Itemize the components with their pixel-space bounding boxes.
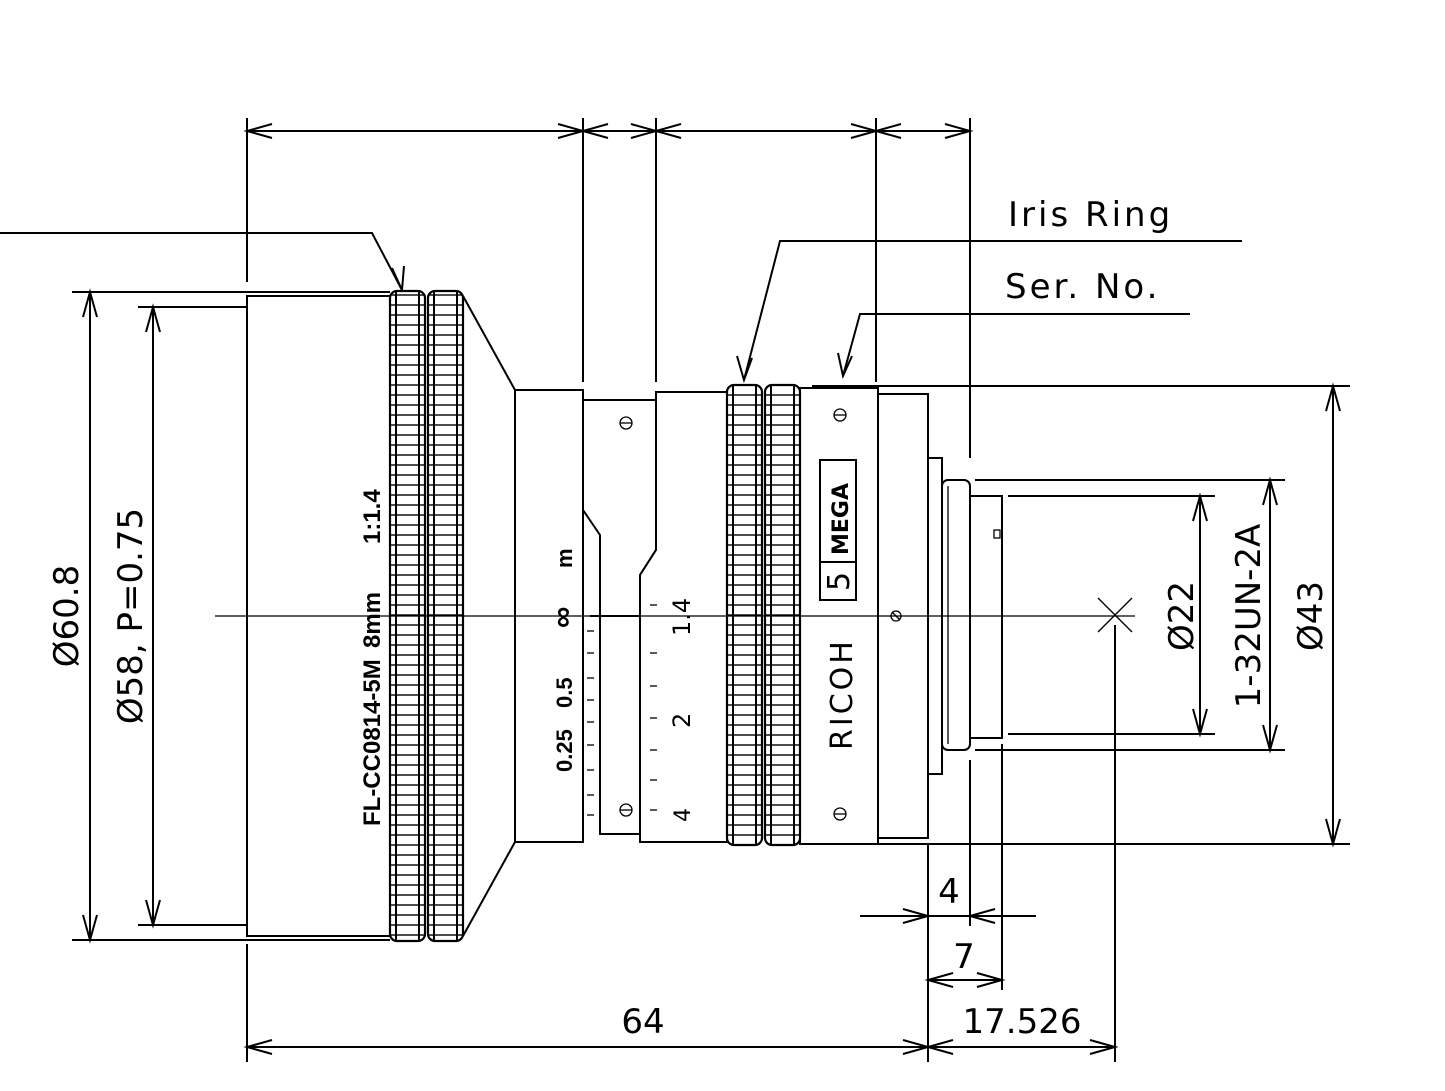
top-dimension-chain [243, 118, 974, 458]
total-length-label: 64 [621, 1002, 664, 1042]
rear-diameter-label: Ø22 [1162, 581, 1202, 651]
iris-knurled-ring-2 [763, 383, 802, 847]
badge-text: MEGA [829, 483, 854, 555]
screw-icon [833, 807, 847, 821]
fstop-2: 2 [668, 713, 696, 728]
fstop-1-4: 1.4 [668, 598, 696, 636]
aperture-marking: 1:1.4 [359, 489, 386, 544]
left-diameter-dimensions: Ø60.8 Ø58, P=0.75 [47, 288, 390, 944]
brand-marking: RICOH [825, 638, 860, 750]
rear-7-label: 7 [953, 937, 975, 977]
iris-knurled-ring-1 [725, 383, 764, 847]
lens-engravings: FL-CC0814-5M 8mm 1:1.4 m ∞ 0.5 0.25 1.4 … [359, 459, 860, 826]
fstop-4: 4 [671, 808, 696, 822]
rear-4-label: 4 [938, 872, 960, 912]
mega-badge: 5 MEGA [819, 459, 857, 601]
bottom-dimensions: 4 7 64 17.526 [243, 625, 1119, 1062]
distance-unit: m [552, 548, 577, 568]
focal-marking: 8mm [359, 592, 386, 648]
mount-rear [969, 495, 1003, 739]
distance-infinity: ∞ [546, 607, 579, 628]
iris-ring-label: Iris Ring [1008, 195, 1173, 235]
mount-thread [941, 479, 971, 751]
right-diameter-dimensions: Ø43 1-32UN-2A Ø22 [812, 382, 1350, 848]
serial-no-callout: Ser. No. [837, 267, 1190, 380]
iris-ring-callout: Iris Ring [736, 195, 1242, 384]
screw-icon [833, 408, 847, 422]
screw-icon [619, 416, 633, 430]
body-diameter-label: Ø43 [1291, 581, 1331, 651]
distance-0-25: 0.25 [552, 729, 577, 772]
model-marking: FL-CC0814-5M [359, 659, 386, 826]
ring-leader [0, 232, 405, 294]
badge-number: 5 [822, 572, 857, 591]
screw-icon [619, 803, 633, 817]
serial-no-label: Ser. No. [1005, 267, 1160, 307]
filter-thread-label: Ø58, P=0.75 [111, 508, 151, 724]
optical-axis [215, 597, 1135, 633]
flange-distance-label: 17.526 [963, 1002, 1082, 1042]
distance-0-5: 0.5 [552, 677, 577, 708]
mount-thread-label: 1-32UN-2A [1229, 524, 1269, 709]
outer-diameter-label: Ø60.8 [47, 565, 87, 667]
